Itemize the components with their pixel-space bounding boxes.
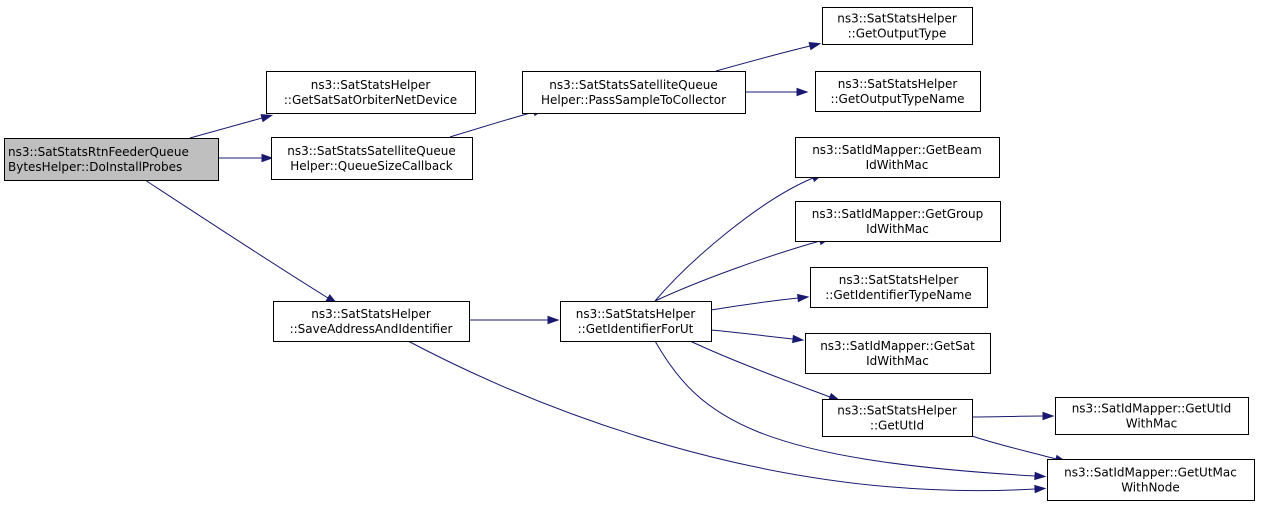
edge-passSample-to-getOutputTypeName xyxy=(745,87,809,97)
node-label-line: WithMac xyxy=(1126,417,1178,431)
edge-getUtId-to-getUtIdMac xyxy=(971,411,1055,421)
edge-getIdForUt-to-getUtMacNode xyxy=(654,340,1047,481)
edge-saveAddr-to-getUtMacNode xyxy=(407,340,1047,494)
node-box xyxy=(822,399,973,437)
node-label-line: ::GetOutputTypeName xyxy=(830,92,964,106)
node-label-line: ::GetSatSatOrbiterNetDevice xyxy=(284,93,457,107)
node-label-line: ::SaveAddressAndIdentifier xyxy=(290,322,453,336)
node-label-line: ns3::SatStatsRtnFeederQueue xyxy=(8,145,189,159)
node-label-line: ns3::SatStatsSatelliteQueue xyxy=(287,144,455,158)
node-label-line: Helper::PassSampleToCollector xyxy=(541,93,726,107)
node-box xyxy=(4,138,219,181)
node-label-line: IdWithMac xyxy=(866,158,929,172)
node-getIdForUt[interactable]: ns3::SatStatsHelper::GetIdentifierForUt xyxy=(560,301,712,342)
node-box xyxy=(1047,459,1255,501)
node-label-line: ns3::SatStatsSatelliteQueue xyxy=(549,78,717,92)
edge-root-to-saveAddr xyxy=(144,179,338,305)
edge-getIdForUt-to-getSat xyxy=(710,329,805,344)
node-label-line: BytesHelper::DoInstallProbes xyxy=(8,160,182,174)
nodes-layer: ns3::SatStatsRtnFeederQueueBytesHelper::… xyxy=(4,7,1255,501)
node-getOutputTypeName[interactable]: ns3::SatStatsHelper::GetOutputTypeName xyxy=(815,71,981,112)
node-box xyxy=(1055,397,1249,435)
node-getIdTypeName[interactable]: ns3::SatStatsHelper::GetIdentifierTypeNa… xyxy=(810,267,988,308)
node-label-line: Helper::QueueSizeCallback xyxy=(290,159,453,173)
edge-root-to-queueSizeCb xyxy=(217,153,274,163)
node-label-line: ns3::SatStatsHelper xyxy=(311,307,431,321)
node-label-line: ns3::SatStatsHelper xyxy=(839,273,959,287)
node-label-line: ns3::SatIdMapper::GetUtId xyxy=(1072,402,1232,416)
node-label-line: ::GetOutputType xyxy=(848,27,947,41)
edge-getIdForUt-to-getIdTypeName xyxy=(710,293,810,311)
edge-getIdForUt-to-getUtId xyxy=(689,340,841,402)
node-getUtId[interactable]: ns3::SatStatsHelper::GetUtId xyxy=(822,399,973,437)
node-queueSizeCb[interactable]: ns3::SatStatsSatelliteQueueHelper::Queue… xyxy=(271,137,473,180)
node-label-line: IdWithMac xyxy=(866,354,929,368)
node-root: ns3::SatStatsRtnFeederQueueBytesHelper::… xyxy=(4,138,219,181)
node-label-line: ns3::SatIdMapper::GetBeam xyxy=(812,143,982,157)
node-box xyxy=(560,301,712,342)
edge-passSample-to-getOutputType xyxy=(715,42,822,72)
node-label-line: ::GetIdentifierForUt xyxy=(578,322,694,336)
node-box xyxy=(795,137,1000,178)
node-label-line: ns3::SatIdMapper::GetUtMac xyxy=(1064,466,1237,480)
node-label-line: ns3::SatStatsHelper xyxy=(837,12,957,26)
node-box xyxy=(815,71,981,112)
node-label-line: ns3::SatStatsHelper xyxy=(838,77,958,91)
node-passSample[interactable]: ns3::SatStatsSatelliteQueueHelper::PassS… xyxy=(522,71,746,114)
edge-saveAddr-to-getIdForUt xyxy=(468,315,560,325)
node-getOutputType[interactable]: ns3::SatStatsHelper::GetOutputType xyxy=(822,7,973,45)
node-getSatOrbiter[interactable]: ns3::SatStatsHelper::GetSatSatOrbiterNet… xyxy=(266,71,476,114)
node-box xyxy=(266,71,476,114)
node-saveAddr[interactable]: ns3::SatStatsHelper::SaveAddressAndIdent… xyxy=(273,301,470,342)
node-box xyxy=(805,333,991,374)
node-box xyxy=(822,7,973,45)
node-label-line: ns3::SatStatsHelper xyxy=(311,78,431,92)
node-label-line: ns3::SatIdMapper::GetGroup xyxy=(812,207,983,221)
edge-getIdForUt-to-getGroup xyxy=(654,237,832,302)
node-label-line: ::GetIdentifierTypeName xyxy=(825,288,972,302)
node-box xyxy=(795,201,1001,242)
node-box xyxy=(273,301,470,342)
node-label-line: ::GetUtId xyxy=(870,419,924,433)
node-label-line: ns3::SatStatsHelper xyxy=(837,404,957,418)
node-label-line: IdWithMac xyxy=(866,222,929,236)
node-label-line: ns3::SatStatsHelper xyxy=(576,307,696,321)
node-label-line: ns3::SatIdMapper::GetSat xyxy=(820,339,975,353)
node-label-line: WithNode xyxy=(1121,481,1180,495)
node-box xyxy=(810,267,988,308)
node-box xyxy=(271,137,473,180)
edge-root-to-getSatOrbiter xyxy=(189,114,274,139)
edge-getUtId-to-getUtMacNode xyxy=(971,435,1068,463)
node-box xyxy=(522,71,746,114)
